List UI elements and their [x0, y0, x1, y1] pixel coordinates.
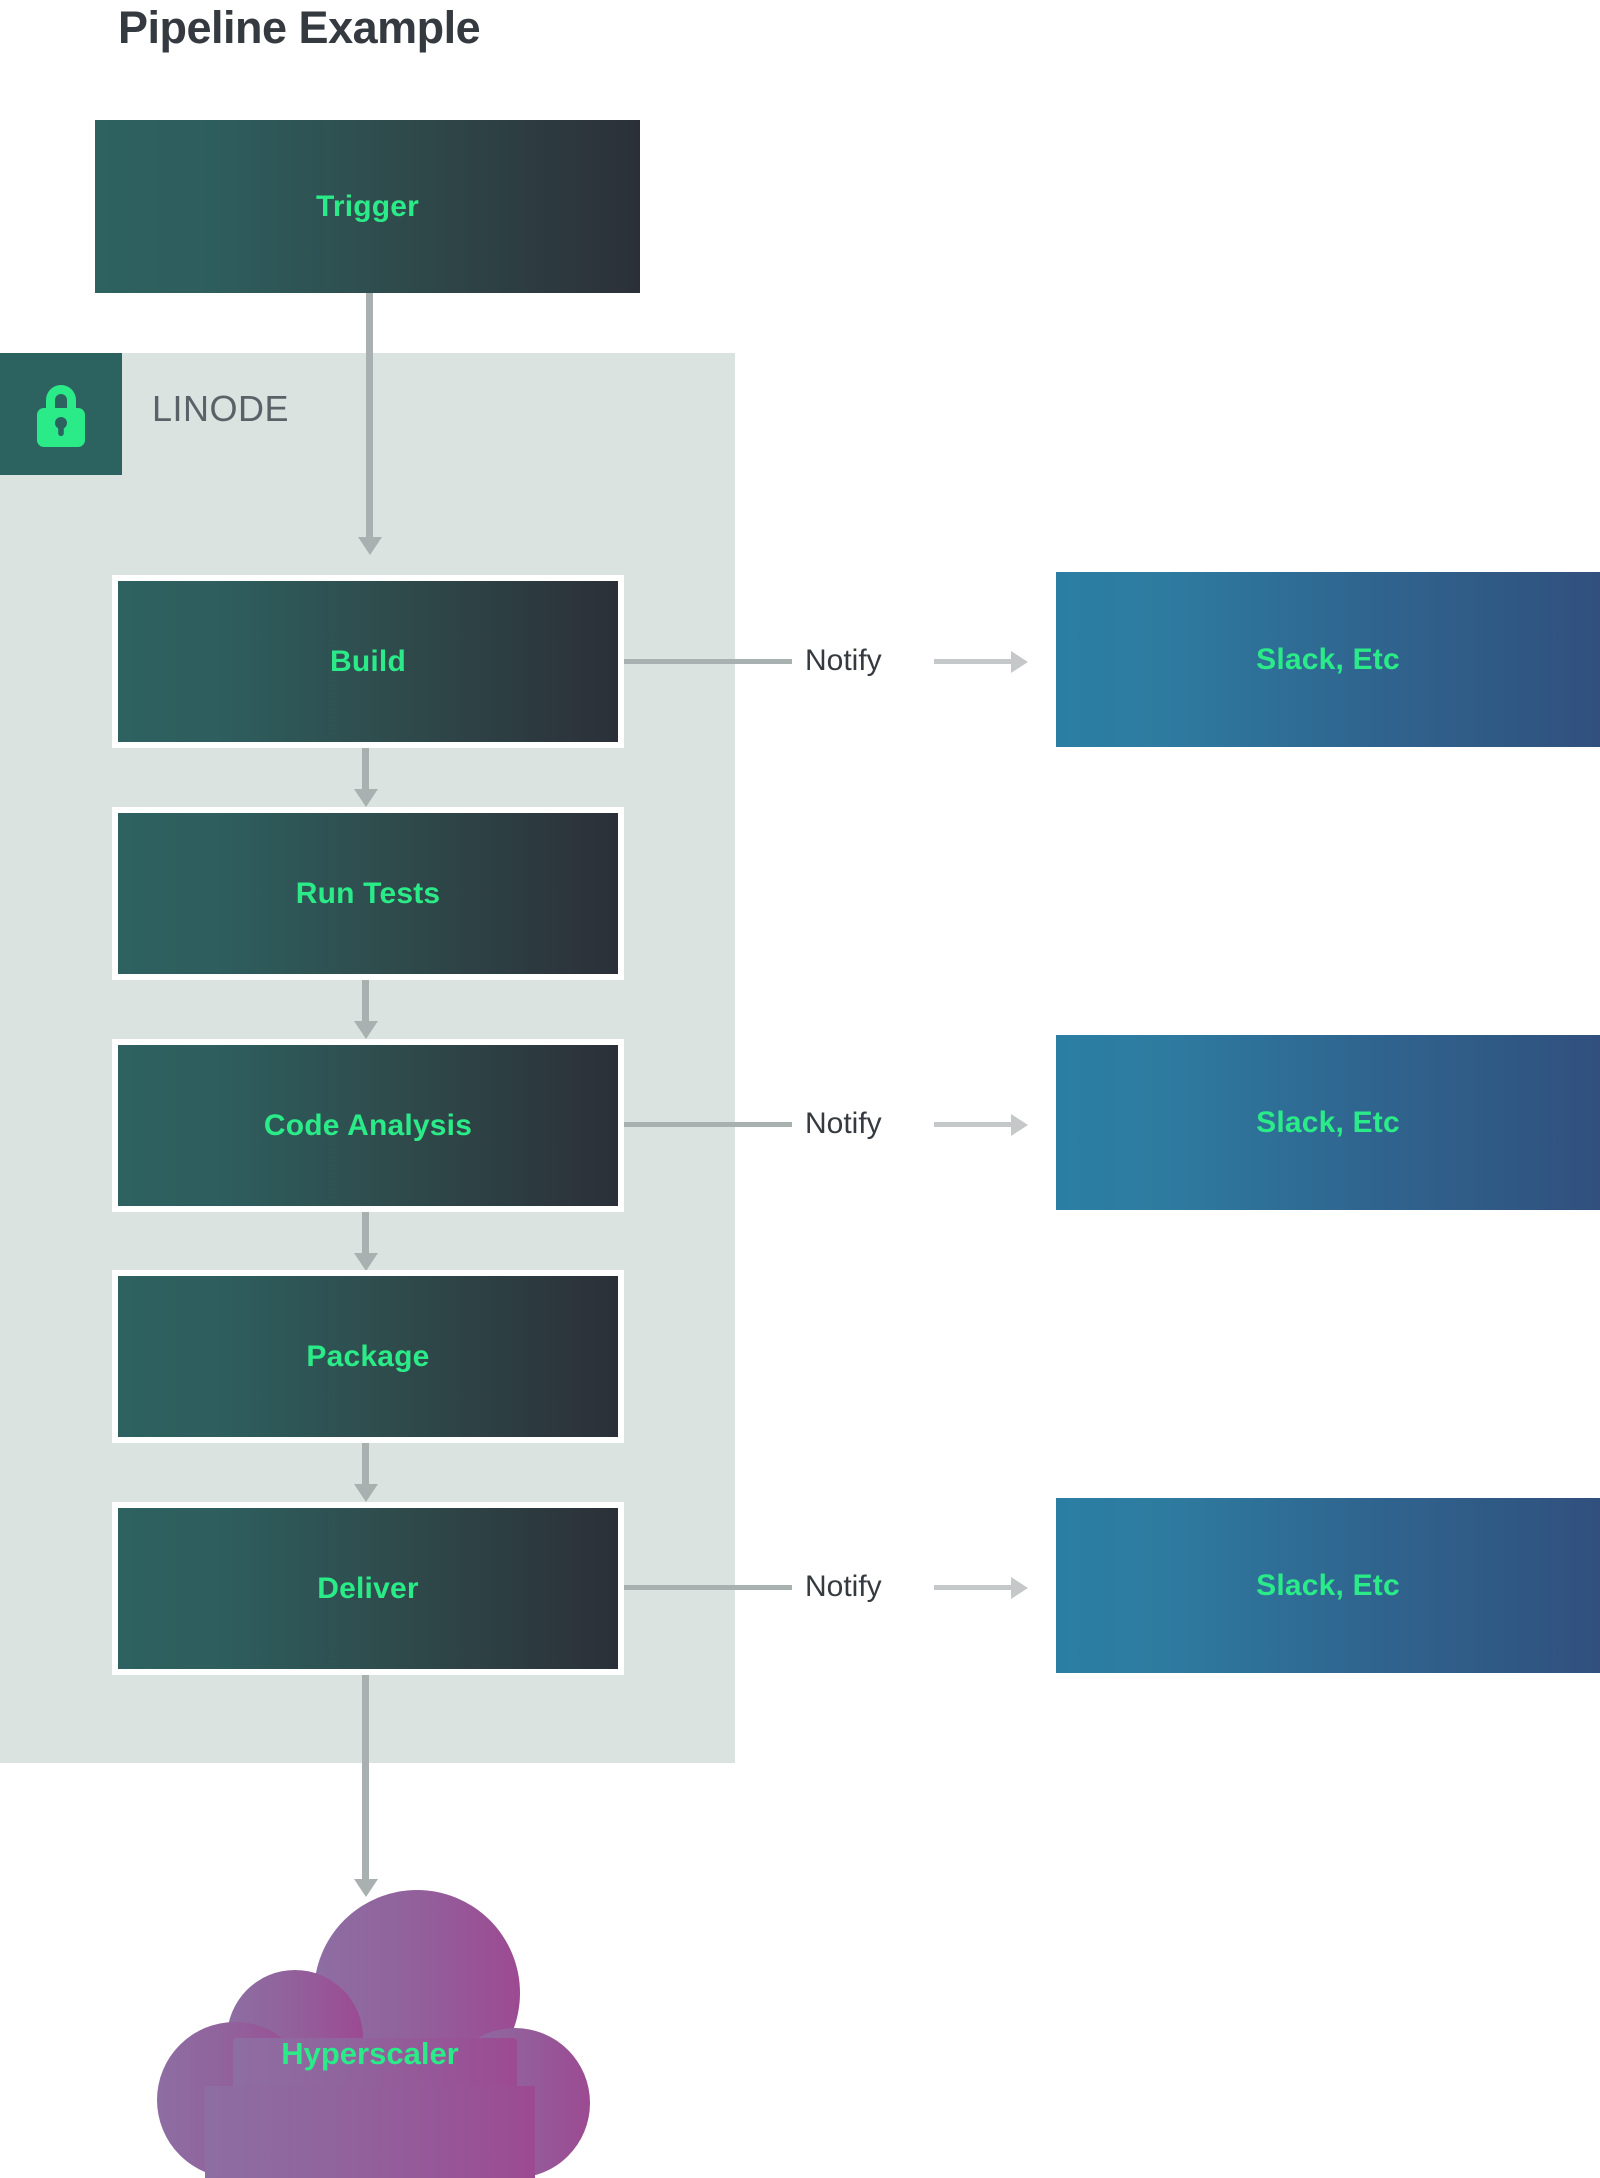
lock-icon	[37, 385, 85, 447]
linode-badge	[0, 353, 122, 475]
stage-box-code-analysis[interactable]: Code Analysis	[112, 1039, 624, 1212]
notify-target-label-build: Slack, Etc	[1256, 642, 1400, 676]
stage-box-package[interactable]: Package	[112, 1270, 624, 1443]
notify-line-deliver	[624, 1585, 792, 1590]
notify-caption-build: Notify	[805, 644, 882, 677]
page-title: Pipeline Example	[118, 2, 481, 53]
notify-target-label-deliver: Slack, Etc	[1256, 1568, 1400, 1602]
linode-zone-label: LINODE	[152, 388, 290, 429]
notify-target-box-build[interactable]: Slack, Etc	[1056, 572, 1600, 747]
arrow-run-tests-to-code-analysis	[362, 980, 369, 1022]
arrow-code-analysis-to-package	[362, 1212, 369, 1254]
notify-arrow-build	[934, 659, 1012, 664]
cloud-shape-icon	[157, 1890, 590, 2178]
notify-target-box-code-analysis[interactable]: Slack, Etc	[1056, 1035, 1600, 1210]
stage-label-code-analysis: Code Analysis	[263, 1108, 473, 1142]
notify-arrow-code-analysis	[934, 1122, 1012, 1127]
trigger-label: Trigger	[315, 189, 420, 223]
notify-line-code-analysis	[624, 1122, 792, 1127]
stage-box-deliver[interactable]: Deliver	[112, 1502, 624, 1675]
stage-box-run-tests[interactable]: Run Tests	[112, 807, 624, 980]
arrow-deliver-to-hyperscaler	[362, 1675, 369, 1880]
trigger-box[interactable]: Trigger	[95, 120, 640, 293]
notify-target-box-deliver[interactable]: Slack, Etc	[1056, 1498, 1600, 1673]
stage-label-package: Package	[306, 1339, 430, 1373]
notify-caption-code-analysis: Notify	[805, 1107, 882, 1140]
stage-label-deliver: Deliver	[317, 1571, 419, 1605]
stage-label-run-tests: Run Tests	[295, 876, 441, 910]
notify-line-build	[624, 659, 792, 664]
stage-label-build: Build	[330, 644, 406, 678]
arrow-trigger-to-build	[366, 293, 373, 538]
hyperscaler-label: Hyperscaler	[281, 2036, 459, 2071]
hyperscaler-cloud[interactable]: Hyperscaler	[145, 1888, 595, 2178]
arrow-build-to-run-tests	[362, 748, 369, 790]
notify-target-label-code-analysis: Slack, Etc	[1256, 1105, 1400, 1139]
notify-caption-deliver: Notify	[805, 1570, 882, 1603]
arrow-package-to-deliver	[362, 1443, 369, 1485]
stage-box-build[interactable]: Build	[112, 575, 624, 748]
notify-arrow-deliver	[934, 1585, 1012, 1590]
